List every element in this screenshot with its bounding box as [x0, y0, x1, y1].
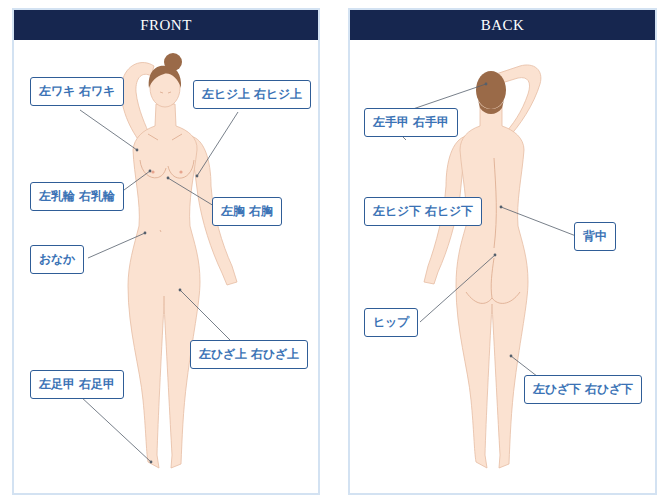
- area-label: 左乳輪 右乳輪: [39, 189, 115, 204]
- back-details: [466, 158, 520, 303]
- area-label-box: おなか: [30, 245, 84, 274]
- area-label: 左ヒジ下 右ヒジ下: [373, 204, 473, 219]
- area-label: 左足甲 右足甲: [39, 377, 115, 392]
- panel-title: FRONT: [14, 10, 318, 40]
- area-label-box: ヒップ: [364, 308, 418, 337]
- leader-lines: [80, 84, 576, 462]
- area-label-box: 左ヒジ下 右ヒジ下: [364, 197, 482, 226]
- area-label: 左胸 右胸: [221, 204, 273, 219]
- front-nipples: [151, 170, 182, 173]
- view-panel: FRONT 左ワキ 右ワキ 左ヒジ上 右ヒジ上左乳輪 右乳輪左胸 右胸おなか左ひざ上…: [12, 8, 320, 495]
- front-hair: [149, 53, 182, 88]
- area-label: 左ひざ下 右ひざ下: [533, 382, 633, 397]
- area-label: ヒップ: [373, 315, 409, 330]
- back-hair: [476, 71, 506, 114]
- area-label: 左ワキ 右ワキ: [39, 84, 115, 99]
- area-label: 左ヒジ上 右ヒジ上: [202, 87, 302, 102]
- view-panel: BACK 左手甲 右手甲左ヒジ下 右ヒジ下背中ヒップ左ひざ下 右ひざ下: [348, 8, 657, 495]
- area-label-box: 左手甲 右手甲: [364, 108, 458, 137]
- front-details: [140, 92, 194, 304]
- area-label-box: 左足甲 右足甲: [30, 370, 124, 399]
- area-label: 背中: [583, 229, 607, 244]
- area-label-box: 左ひざ下 右ひざ下: [524, 375, 642, 404]
- area-label-box: 左ヒジ上 右ヒジ上: [193, 80, 311, 109]
- area-label: おなか: [39, 252, 75, 267]
- area-label-box: 左ワキ 右ワキ: [30, 77, 124, 106]
- area-label-box: 背中: [574, 222, 616, 251]
- area-label: 左手甲 右手甲: [373, 115, 449, 130]
- area-label-box: 左胸 右胸: [212, 197, 282, 226]
- leader-dots: [136, 83, 513, 464]
- area-label: 左ひざ上 右ひざ上: [199, 347, 299, 362]
- panel-title: BACK: [350, 10, 655, 40]
- area-label-box: 左ひざ上 右ひざ上: [190, 340, 308, 369]
- area-label-box: 左乳輪 右乳輪: [30, 182, 124, 211]
- front-figure: [121, 63, 237, 468]
